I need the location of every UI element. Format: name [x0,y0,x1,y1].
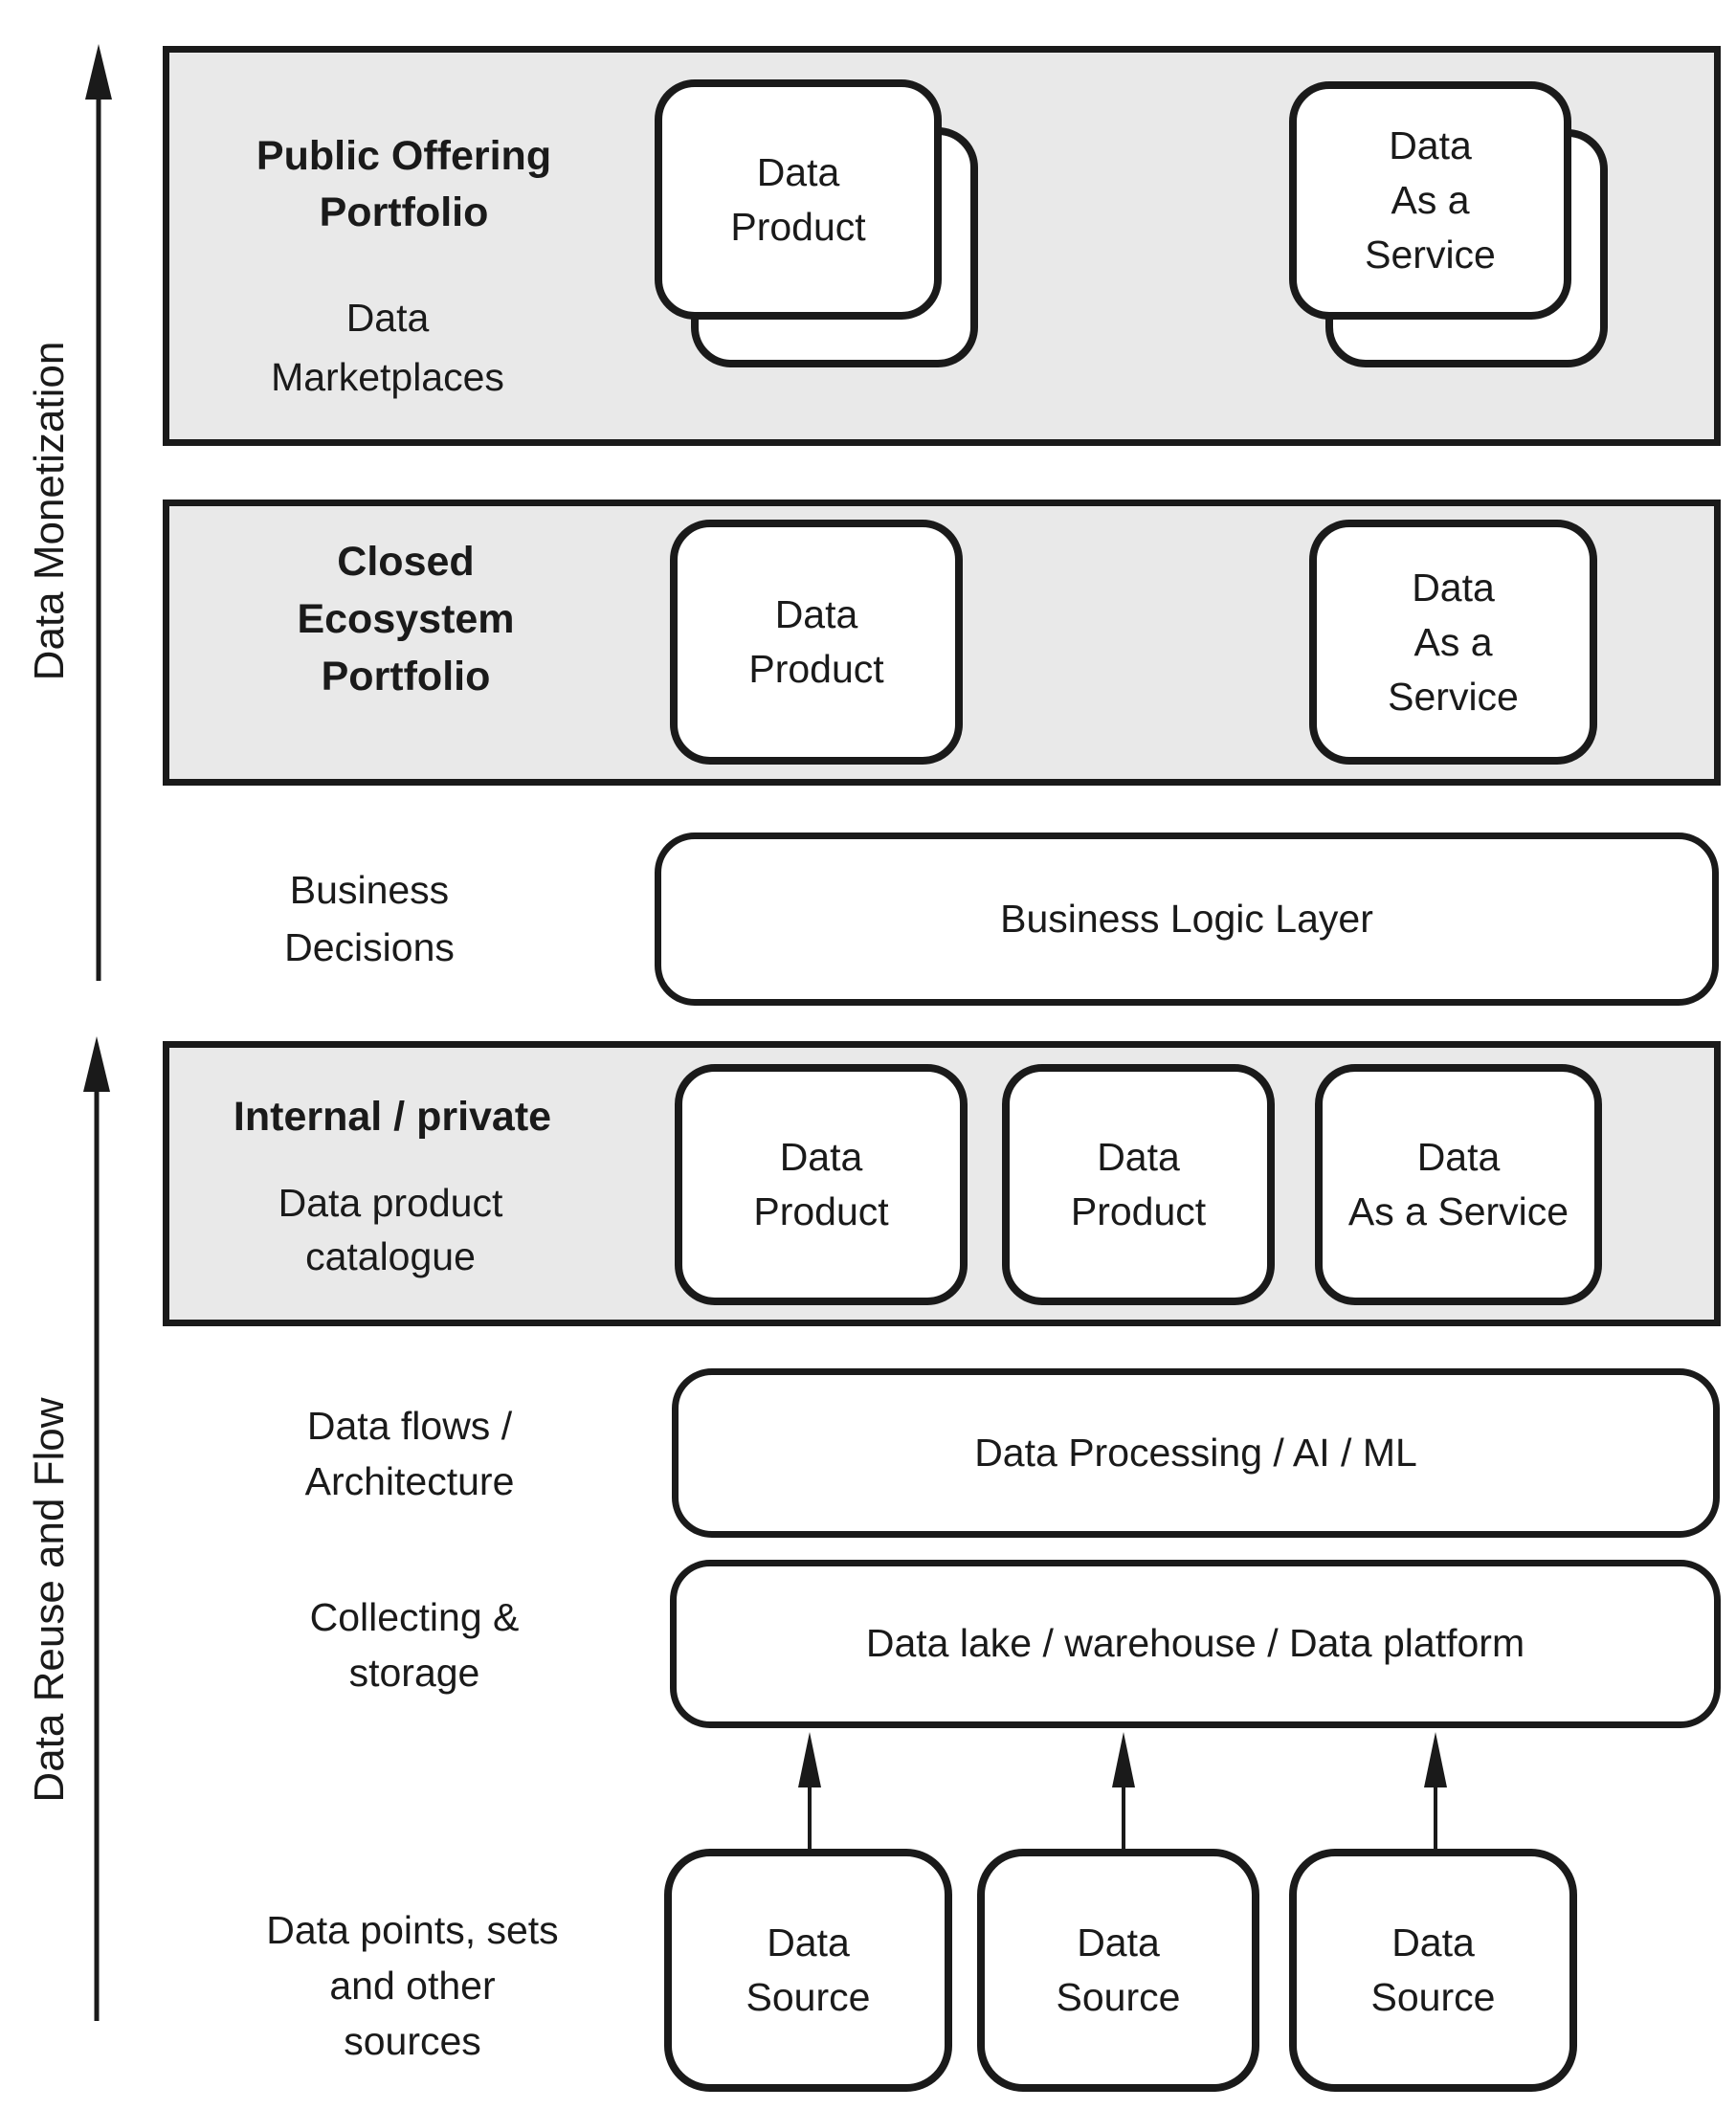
card-label-line: Product [1070,1189,1207,1233]
business-logic-layer-label: Business Logic Layer [1000,896,1373,941]
card-data-source: Data Source [977,1849,1259,2092]
card-label-line: Data [1412,565,1495,610]
band1-subtitle-line: Data [345,296,430,340]
band3-subtitle-line: Data product [278,1181,503,1225]
card-label-line: Product [753,1189,889,1233]
card-label-line: Data [1097,1135,1180,1179]
reuse-flow-axis-label-text: Data Reuse and Flow [26,1397,73,1803]
monetization-axis-label-text: Data Monetization [26,341,73,681]
band1-subtitle: Data Marketplaces [271,288,504,407]
monetization-axis-label: Data Monetization [21,224,78,798]
band2-title-line: Portfolio [321,654,491,699]
band1-subtitle-line: Marketplaces [271,355,504,399]
card-label-line: Data [779,1135,863,1179]
data-lake-box: Data lake / warehouse / Data platform [670,1560,1721,1728]
reuse-flow-axis-label: Data Reuse and Flow [21,1313,78,1887]
collecting-storage-line: Collecting & [309,1595,520,1639]
data-points-line: Data points, sets [266,1908,559,1952]
data-flows-line: Architecture [304,1459,515,1503]
reuse-flow-axis-arrow-icon [83,1036,110,2021]
data-processing-label: Data Processing / AI / ML [974,1430,1417,1475]
card-label-line: Data [767,1920,850,1965]
business-decisions-label: Business Decisions [284,861,455,976]
card-label-line: Data [1416,1135,1501,1179]
card-label-line: Service [1365,233,1496,277]
card-label-line: Source [1370,1975,1496,2019]
card-label-line: Data [1389,123,1472,167]
card-data-product: Data Product [655,79,942,320]
card-data-product: Data Product [670,520,963,765]
business-decisions-line: Business [289,868,450,912]
card-label-line: Service [1388,674,1519,719]
card-label-line: Product [730,204,866,249]
data-points-label: Data points, sets and other sources [266,1902,558,2069]
collecting-storage-line: storage [348,1651,480,1695]
data-flow-arrow-icon [1424,1732,1447,1849]
band1-title-line: Public Offering [256,133,552,179]
card-data-product: Data Product [1002,1064,1275,1305]
data-flow-arrow-icon [798,1732,821,1849]
data-flows-line: Data flows / [306,1404,513,1448]
card-data-as-a-service: Data As a Service [1309,520,1597,765]
data-points-line: and other [329,1964,496,2008]
card-label-line: Source [746,1975,871,2019]
band2-title: Closed Ecosystem Portfolio [297,533,514,705]
data-flow-arrow-icon [1112,1732,1135,1849]
collecting-storage-label: Collecting & storage [310,1589,520,1700]
stacked-card-data-as-a-service: Data As a Service [1289,81,1608,367]
business-logic-layer-box: Business Logic Layer [655,832,1719,1006]
card-label-line: Data [756,149,840,194]
band3-title: Internal / private [234,1088,551,1145]
band3-subtitle: Data product catalogue [278,1176,503,1283]
band3-subtitle-line: catalogue [305,1234,476,1278]
data-points-line: sources [344,2019,481,2063]
data-processing-box: Data Processing / AI / ML [672,1368,1720,1538]
card-label-line: As a [1413,619,1493,664]
card-data-source: Data Source [664,1849,952,2092]
band2-title-line: Ecosystem [297,596,515,642]
card-label-line: As a Service [1347,1189,1569,1233]
card-data-as-a-service: Data As a Service [1289,81,1571,320]
card-label-line: As a [1391,178,1470,222]
data-flows-label: Data flows / Architecture [305,1398,515,1509]
card-label-line: Source [1056,1975,1181,2019]
band1-title: Public Offering Portfolio [256,128,551,241]
band2-title-line: Closed [337,539,475,585]
band1-title-line: Portfolio [319,189,489,235]
card-data-source: Data Source [1289,1849,1577,2092]
band3-title-line: Internal / private [233,1094,552,1140]
business-decisions-line: Decisions [284,925,455,969]
card-label-line: Product [748,647,884,691]
card-label-line: Data [1391,1920,1475,1965]
monetization-axis-arrow-icon [85,44,112,981]
stacked-card-data-product: Data Product [655,79,978,367]
card-data-product: Data Product [675,1064,968,1305]
card-label-line: Data [774,592,858,636]
card-label-line: Data [1077,1920,1160,1965]
card-data-as-a-service: Data As a Service [1315,1064,1602,1305]
data-lake-label: Data lake / warehouse / Data platform [865,1621,1525,1666]
